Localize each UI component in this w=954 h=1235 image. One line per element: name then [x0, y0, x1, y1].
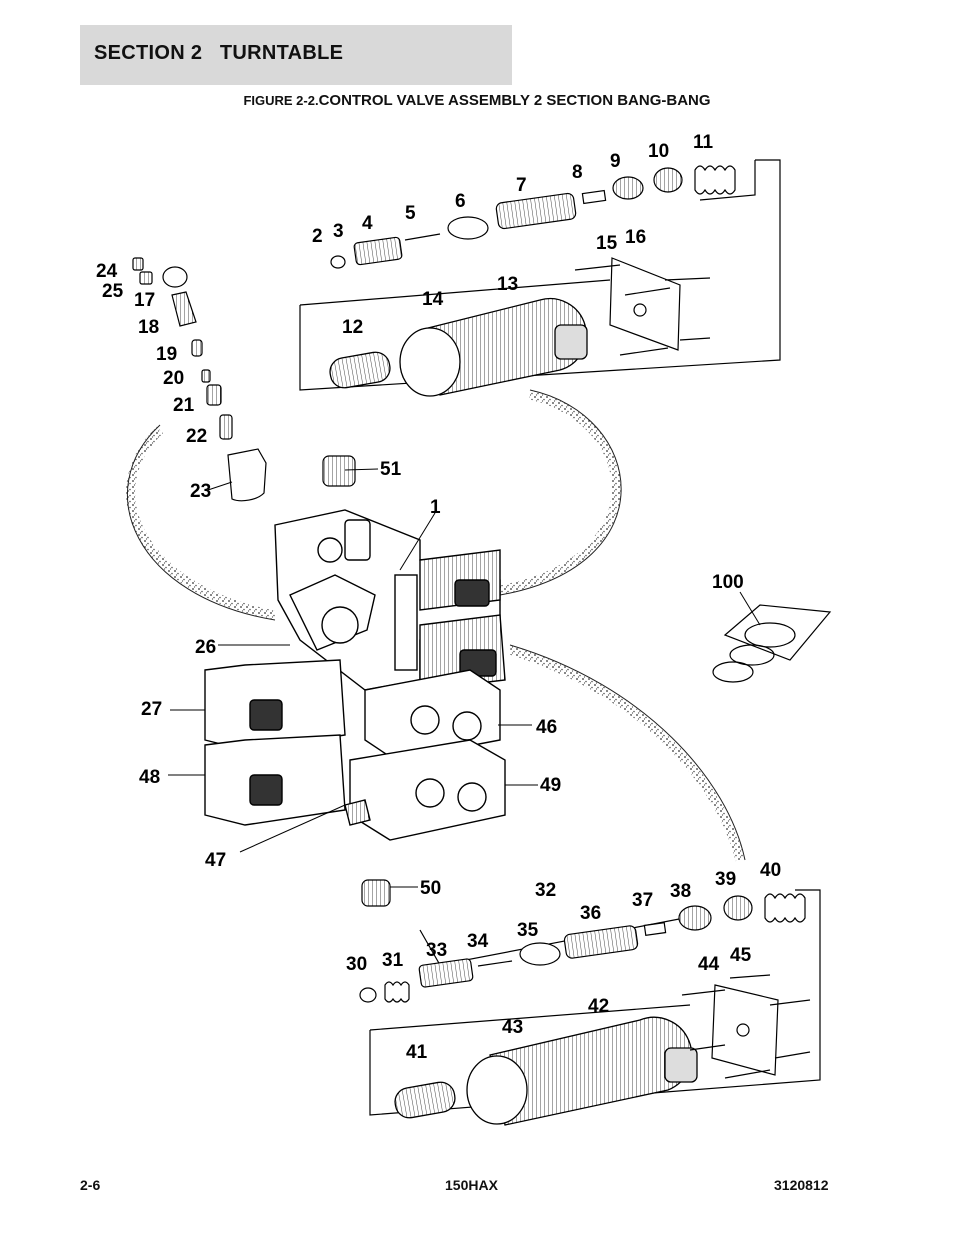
- callout-16: 16: [625, 227, 646, 248]
- hose-lines: [126, 390, 745, 862]
- model-name: 150HAX: [445, 1177, 498, 1193]
- leader-lines: [168, 468, 761, 888]
- callout-21: 21: [173, 395, 195, 416]
- callout-49: 49: [540, 775, 561, 796]
- callout-32: 32: [535, 880, 556, 901]
- callout-15: 15: [596, 233, 618, 254]
- callout-42: 42: [588, 996, 609, 1017]
- callout-40: 40: [760, 860, 781, 881]
- callout-48: 48: [139, 767, 160, 788]
- section-title: SECTION 2 TURNTABLE: [94, 42, 344, 64]
- callout-20: 20: [163, 368, 184, 389]
- callout-35: 35: [517, 920, 539, 941]
- callout-17: 17: [134, 290, 155, 311]
- callout-45: 45: [730, 945, 752, 966]
- callout-9: 9: [610, 151, 621, 172]
- callout-38: 38: [670, 881, 691, 902]
- callout-5: 5: [405, 203, 416, 224]
- section-header: SECTION 2 TURNTABLE: [80, 25, 512, 85]
- callout-4: 4: [362, 213, 373, 234]
- callout-44: 44: [698, 954, 720, 975]
- callout-7: 7: [516, 175, 527, 196]
- callout-11: 11: [693, 132, 714, 153]
- lower-bracket: [681, 974, 811, 1079]
- upper-coil: [329, 297, 588, 397]
- callout-10: 10: [648, 141, 669, 162]
- upper-bracket: [574, 257, 711, 356]
- document-number: 3120812: [774, 1177, 829, 1193]
- valve-body: [204, 509, 506, 841]
- seal-kit: [712, 604, 832, 683]
- callout-26: 26: [195, 637, 216, 658]
- callout-39: 39: [715, 869, 736, 890]
- callout-6: 6: [455, 191, 466, 212]
- callout-33: 33: [426, 940, 447, 961]
- callout-numbers: 1 2 3 4 5 6 7 8 9 10 11 12 13 14 15 16 1…: [96, 132, 781, 1063]
- callout-1: 1: [430, 497, 441, 518]
- relief-valve-parts: [132, 257, 267, 502]
- callout-12: 12: [342, 317, 363, 338]
- callout-46: 46: [536, 717, 557, 738]
- callout-25: 25: [102, 281, 124, 302]
- callout-13: 13: [497, 274, 518, 295]
- callout-100: 100: [712, 572, 744, 593]
- lower-cartridge-parts: [359, 893, 806, 1003]
- callout-8: 8: [572, 162, 583, 183]
- callout-47: 47: [205, 850, 226, 871]
- callout-3: 3: [333, 221, 344, 242]
- figure-number: FIGURE 2-2.: [243, 93, 319, 108]
- figure-caption: CONTROL VALVE ASSEMBLY 2 SECTION BANG-BA…: [318, 92, 711, 109]
- callout-19: 19: [156, 344, 177, 365]
- upper-cartridge-parts: [330, 165, 736, 269]
- lower-coil: [394, 1016, 698, 1126]
- callout-50: 50: [420, 878, 441, 899]
- callout-18: 18: [138, 317, 159, 338]
- page-number: 2-6: [80, 1177, 101, 1193]
- callout-36: 36: [580, 903, 601, 924]
- callout-37: 37: [632, 890, 653, 911]
- callout-34: 34: [467, 931, 489, 952]
- callout-14: 14: [422, 289, 444, 310]
- callout-41: 41: [406, 1042, 428, 1063]
- callout-23: 23: [190, 481, 211, 502]
- callout-51: 51: [380, 459, 402, 480]
- callout-22: 22: [186, 426, 207, 447]
- callout-31: 31: [382, 950, 404, 971]
- plugs: [322, 455, 391, 907]
- callout-24: 24: [96, 261, 118, 282]
- callout-27: 27: [141, 699, 162, 720]
- callout-43: 43: [502, 1017, 523, 1038]
- figure-title: FIGURE 2-2.CONTROL VALVE ASSEMBLY 2 SECT…: [0, 92, 954, 109]
- callout-2: 2: [312, 226, 323, 247]
- callout-30: 30: [346, 954, 367, 975]
- upper-solenoid-group: [299, 159, 781, 391]
